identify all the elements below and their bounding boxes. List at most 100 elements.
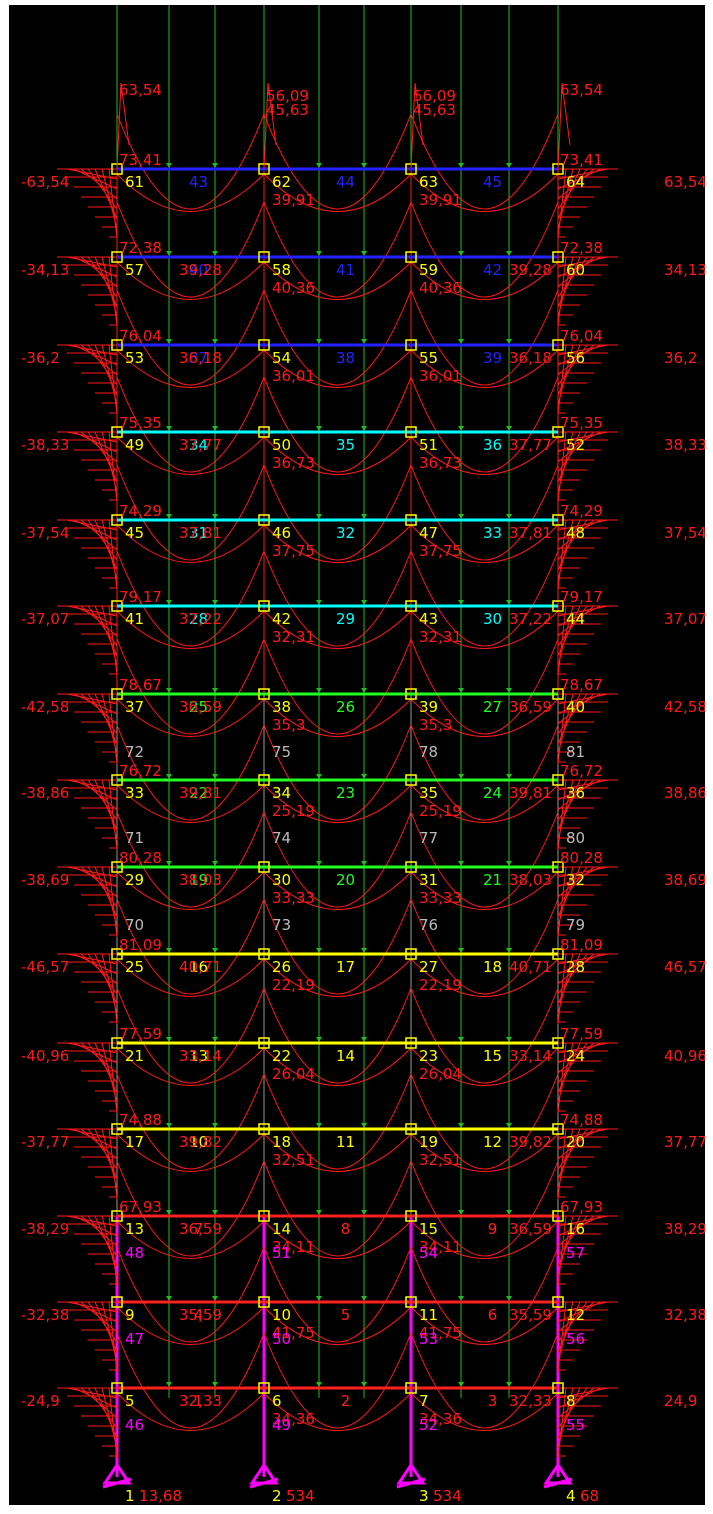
load-arrow-head	[316, 1210, 322, 1215]
span-moment-curve	[263, 1133, 412, 1172]
hatch-line	[557, 1301, 588, 1343]
load-arrow-head	[361, 1123, 367, 1128]
hatch-line	[557, 1128, 567, 1200]
column-moment-value: 34,36	[419, 1410, 462, 1428]
beam-label: 15	[483, 1047, 502, 1065]
column-label: 71	[125, 829, 144, 847]
column-label: 56	[566, 1330, 585, 1348]
load-arrow-head	[212, 948, 218, 953]
right-moment-value: 38,29	[664, 1220, 705, 1238]
node-marker	[111, 1296, 123, 1308]
support-reaction-value: 534	[433, 1487, 462, 1505]
span-moment-curve	[263, 550, 412, 647]
load-arrow-head	[506, 688, 512, 693]
load-arrow-head	[166, 1382, 172, 1387]
node-label: 33	[125, 784, 144, 802]
top-moment-value: 63,54	[560, 81, 603, 99]
hatch-line	[557, 1042, 588, 1084]
span-moment-curve	[116, 987, 265, 1084]
span-moment-curve	[263, 1047, 412, 1086]
load-arrow-head	[316, 774, 322, 779]
hatch-line	[557, 519, 588, 561]
load-arrow-head	[506, 1037, 512, 1042]
span-moment-value: 32,33	[509, 1392, 552, 1410]
load-arrow-head	[316, 600, 322, 605]
right-moment-value: 40,96	[664, 1047, 705, 1065]
span-moment-curve	[116, 898, 265, 995]
beam-label: 10	[189, 1133, 208, 1151]
span-moment-value: 39,28	[509, 261, 552, 279]
node-marker	[552, 948, 564, 960]
load-arrow-head	[361, 163, 367, 168]
node-marker	[405, 1210, 417, 1222]
span-moment-curve	[263, 987, 412, 1084]
node-marker	[111, 1210, 123, 1222]
beam-label: 36	[483, 436, 502, 454]
hatch-line	[557, 866, 567, 938]
span-moment-curve	[116, 1306, 265, 1345]
load-arrow-head	[212, 861, 218, 866]
span-moment-curve	[116, 724, 265, 821]
hatch-line	[557, 953, 567, 1025]
column-moment-value: 36,01	[272, 367, 315, 385]
node-marker	[405, 1123, 417, 1135]
node-label: 35	[419, 784, 438, 802]
hatch-line	[87, 168, 118, 210]
node-marker	[552, 1296, 564, 1308]
left-moment-value: -37,07	[21, 610, 69, 628]
left-moment-value: -38,69	[21, 871, 69, 889]
top-left-moment-value: 67,93	[119, 1198, 162, 1216]
column-label: 72	[125, 743, 144, 761]
hatch-line	[557, 1387, 588, 1429]
load-arrow-head	[166, 774, 172, 779]
top-left-moment-value: 78,67	[119, 676, 162, 694]
node-marker	[258, 1037, 270, 1049]
node-label: 60	[566, 261, 585, 279]
column-moment-value: 41,75	[272, 1324, 315, 1342]
node-label: 9	[125, 1306, 135, 1324]
load-arrow-head	[316, 1296, 322, 1301]
top-right-moment-value: 73,41	[560, 151, 603, 169]
beam-label: 28	[189, 610, 208, 628]
load-arrow-head	[506, 1382, 512, 1387]
span-moment-curve	[410, 871, 559, 910]
span-moment-curve	[263, 1220, 412, 1259]
load-arrow-head	[166, 163, 172, 168]
load-arrow-head	[166, 948, 172, 953]
load-arrow-head	[458, 600, 464, 605]
top-right-moment-value: 81,09	[560, 936, 603, 954]
load-arrow-head	[458, 1123, 464, 1128]
moment-hatch-right	[557, 1042, 609, 1114]
span-moment-curve	[410, 784, 559, 823]
load-arrow-head	[506, 774, 512, 779]
column-moment-value: 26,04	[419, 1065, 462, 1083]
span-moment-value: 36,59	[509, 698, 552, 716]
column-moment-value: 40,36	[272, 279, 315, 297]
right-moment-value: 38,69	[664, 871, 705, 889]
moment-hatch-right	[557, 605, 609, 677]
beam-label: 25	[189, 698, 208, 716]
node-marker	[405, 948, 417, 960]
node-marker	[111, 339, 123, 351]
load-arrow-head	[458, 163, 464, 168]
right-moment-value: 32,38	[664, 1306, 705, 1324]
left-moment-value: -34,13	[21, 261, 69, 279]
support-symbol	[102, 1477, 132, 1489]
hatch-line	[557, 168, 588, 210]
node-marker	[405, 861, 417, 873]
load-arrow-head	[458, 251, 464, 256]
node-label: 41	[125, 610, 144, 628]
beam-label: 37	[189, 349, 208, 367]
span-moment-curve	[116, 1332, 265, 1429]
load-arrow-head	[166, 339, 172, 344]
right-moment-value: 36,2	[664, 349, 697, 367]
load-arrow-head	[212, 339, 218, 344]
beam-label: 24	[483, 784, 502, 802]
node-marker	[552, 1382, 564, 1394]
node-marker	[111, 600, 123, 612]
node-label: 29	[125, 871, 144, 889]
moment-hatch-right	[557, 779, 609, 851]
node-label: 57	[125, 261, 144, 279]
span-moment-curve	[410, 376, 559, 473]
